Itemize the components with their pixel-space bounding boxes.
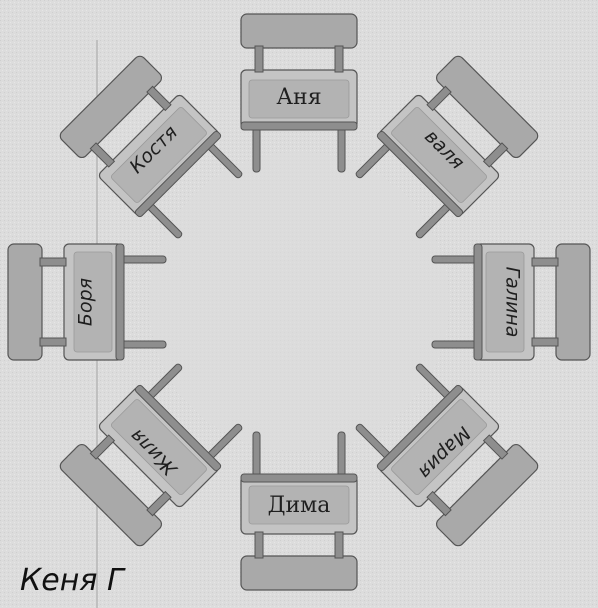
chair-back-post (482, 434, 509, 460)
chair-2 (355, 55, 539, 239)
chair-back (7, 243, 43, 361)
seat-name-5: Дима (268, 493, 331, 518)
chair-back (435, 55, 539, 159)
seat-label-plate (73, 251, 113, 353)
chair-seat-edge (473, 243, 483, 361)
chair-seat-edge (240, 473, 358, 483)
seat-label-plate (111, 399, 207, 495)
chair-back (240, 13, 358, 49)
chair-seat-edge (115, 243, 125, 361)
chair-back-post (39, 337, 67, 347)
chair-back-post (89, 142, 116, 168)
chair-back-post (146, 85, 172, 112)
seat-label-plate (248, 485, 350, 525)
chair-back-post (254, 531, 264, 559)
seat-name-7: Боря (75, 278, 97, 326)
chair-seat-edge (376, 130, 464, 218)
chair-5 (240, 431, 358, 591)
chair-back-post (146, 490, 172, 517)
table-area (149, 152, 449, 452)
chair-back-post (531, 257, 559, 267)
chair-back-post (531, 337, 559, 347)
chair-back-post (426, 490, 452, 517)
chair-4 (355, 363, 539, 547)
chair-6 (59, 363, 243, 547)
chair-back-post (482, 142, 509, 168)
chair-back-post (334, 45, 344, 73)
chair-1 (240, 13, 358, 173)
seat-name-1: Аня (276, 85, 321, 110)
chair-8 (59, 55, 243, 239)
handwritten-note: Кеня Г (20, 563, 126, 598)
chair-back-post (426, 85, 452, 112)
seat-label-plate (248, 79, 350, 119)
chair-back (555, 243, 591, 361)
chair-seat-edge (240, 121, 358, 131)
seat-label-plate (391, 399, 487, 495)
chair-back (59, 443, 163, 547)
chair-back-post (89, 434, 116, 460)
chair-3 (431, 243, 591, 361)
seat-label-plate (391, 107, 487, 203)
chair-seat-edge (134, 130, 222, 218)
chair-back (435, 443, 539, 547)
seat-name-3: Галина (502, 267, 524, 338)
chair-back-post (334, 531, 344, 559)
chair-7 (7, 243, 167, 361)
chair-seat-edge (134, 384, 222, 472)
chair-back-post (39, 257, 67, 267)
chair-back-post (254, 45, 264, 73)
chair-back (59, 55, 163, 159)
seat-label-plate (111, 107, 207, 203)
chair-back (240, 555, 358, 591)
seat-label-plate (485, 251, 525, 353)
chair-seat-edge (376, 384, 464, 472)
